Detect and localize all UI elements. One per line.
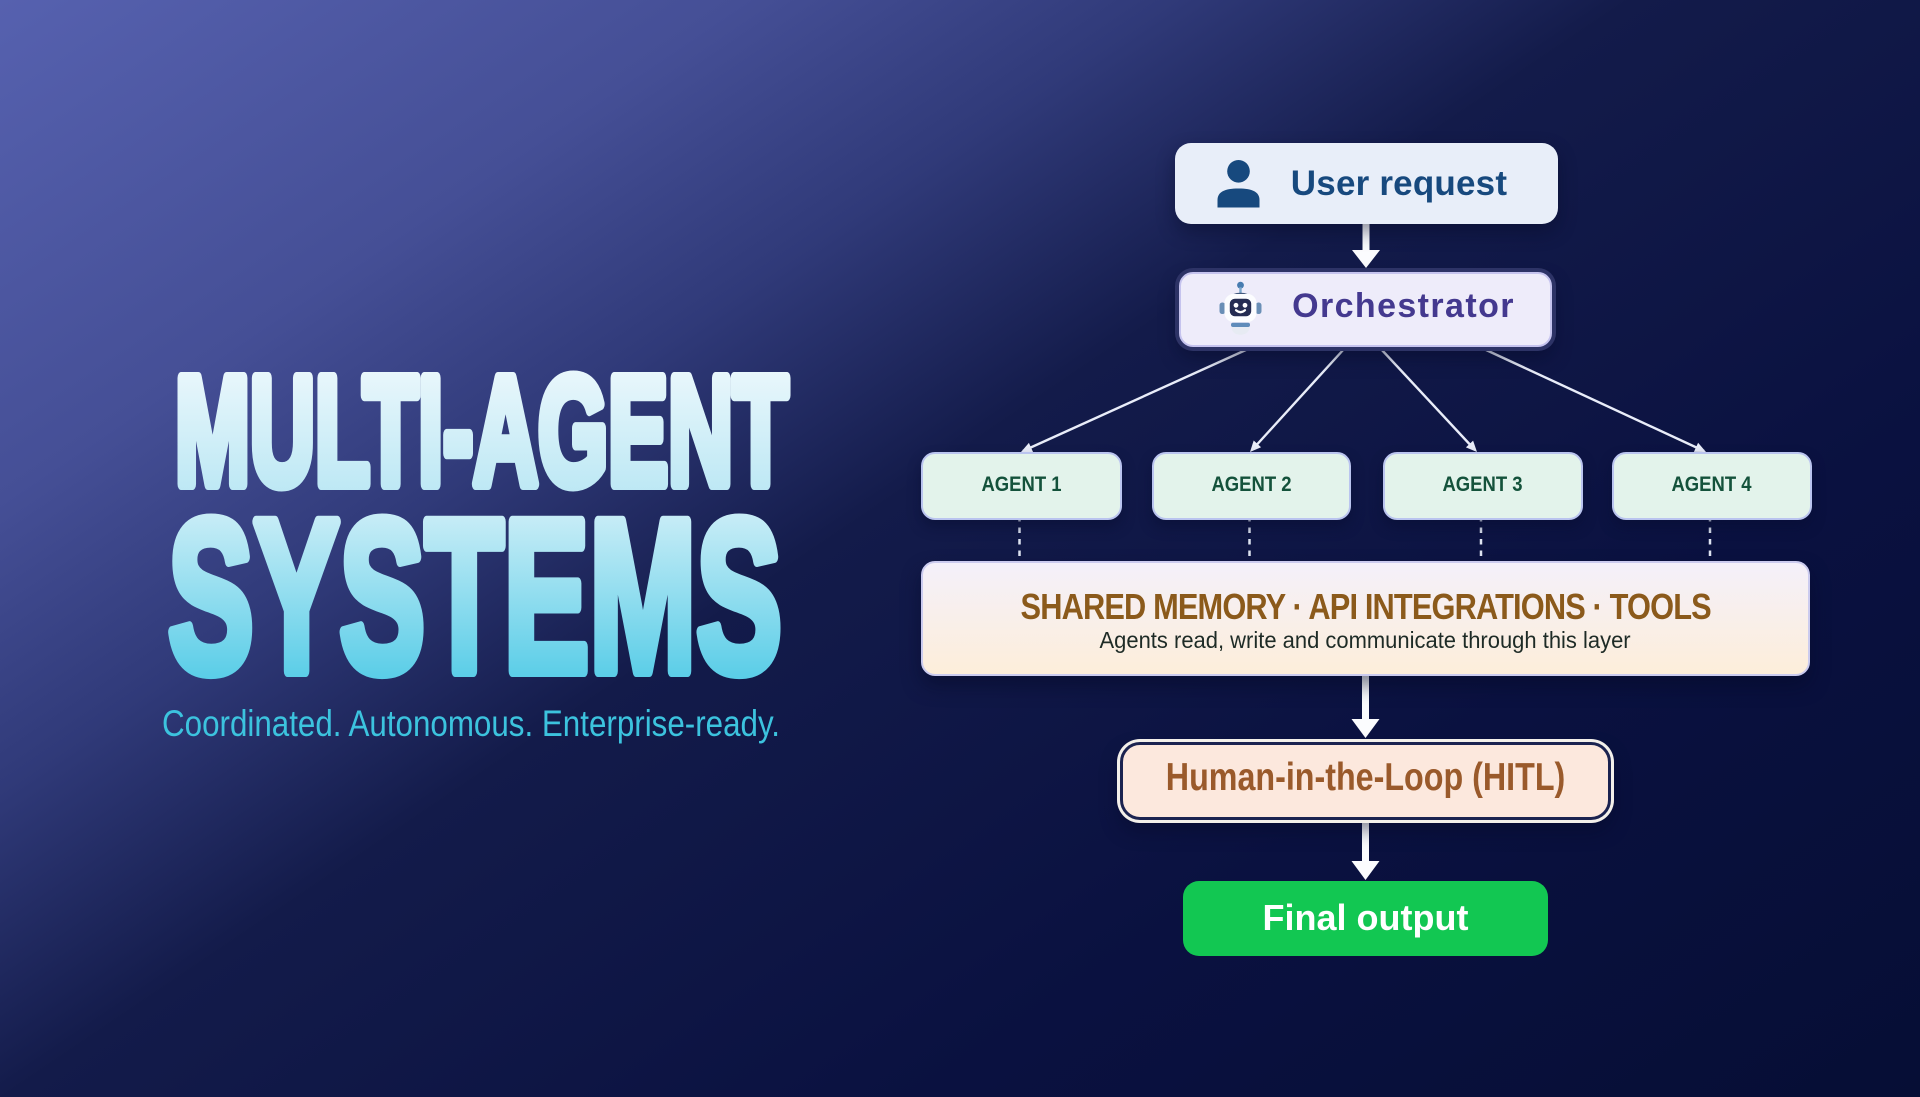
- svg-text:MULTI-AGENT: MULTI-AGENT: [175, 345, 788, 517]
- svg-text:SYSTEMS: SYSTEMS: [168, 475, 782, 717]
- svg-text:Coordinated. Autonomous. Enter: Coordinated. Autonomous. Enterprise-read…: [162, 703, 780, 744]
